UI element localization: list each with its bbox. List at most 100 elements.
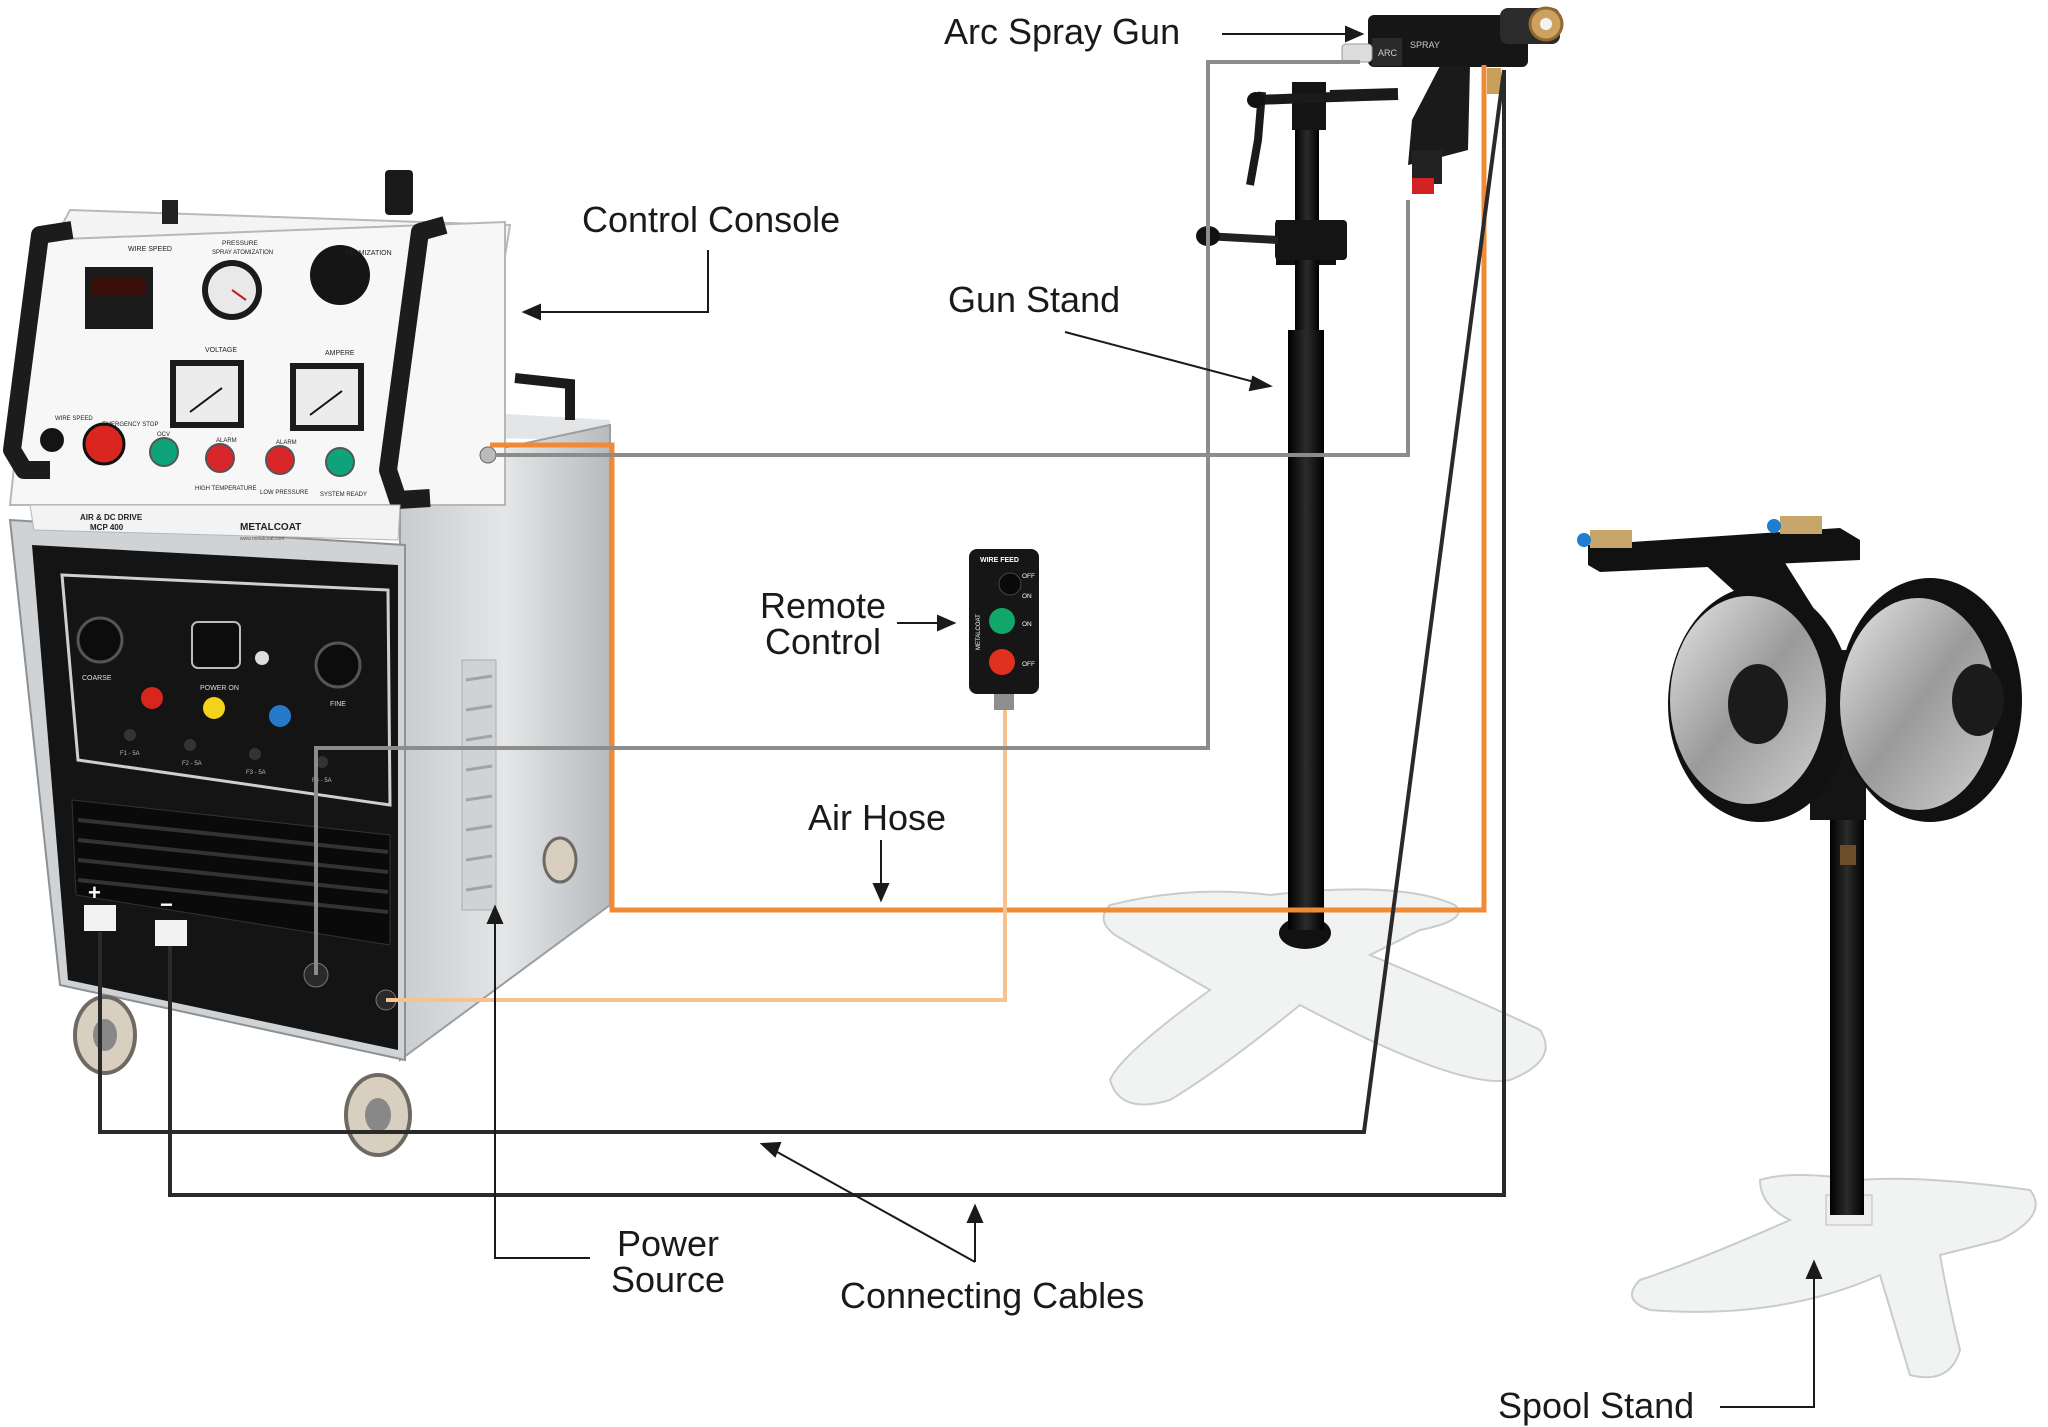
air-outlet-connector[interactable] (479, 446, 497, 464)
gun-stand-unit (1102, 82, 1547, 1106)
power-on-label: POWER ON (200, 685, 239, 692)
yellow-phase-light (203, 697, 225, 719)
fuse-f2-label: F2 - 5A (182, 761, 202, 767)
spray-atomization-label: SPRAY ATOMIZATION (212, 250, 273, 256)
air-hose-label: Air Hose (808, 797, 947, 838)
red-phase-light (141, 687, 163, 709)
wire-speed-knob[interactable] (40, 428, 64, 452)
spool-crossbar (1588, 528, 1860, 572)
gun-air-valve[interactable] (1412, 178, 1434, 194)
alarm2-label: ALARM (276, 440, 297, 446)
gun-stand-leader (1064, 331, 1263, 385)
wire-speed-display (85, 267, 153, 329)
power-source-arrowhead (486, 904, 504, 924)
spool-stand-label: Spool Stand (1498, 1385, 1695, 1426)
emergency-stop-button[interactable] (82, 422, 126, 466)
negative-terminal[interactable] (155, 920, 187, 946)
power-source-leader (494, 915, 590, 1259)
gun-brass-fitting (1487, 68, 1501, 94)
remote-on2-label: ON (1022, 621, 1032, 628)
fuse-f1[interactable] (124, 729, 136, 741)
cables (98, 60, 1506, 1197)
console-website: www.metalcoat.com (240, 536, 284, 542)
ocv-light (149, 437, 179, 467)
remote-control-unit: WIRE FEED OFF ON ON OFF METALCOAT (969, 549, 1039, 710)
wire-feed-selector[interactable] (998, 572, 1022, 596)
remote-control-arrowhead (937, 614, 957, 632)
cabinet-handle[interactable] (514, 373, 575, 420)
arc-spray-gun-unit: ARC SPRAY (1341, 6, 1564, 194)
emergency-stop-label: EMERGENCY STOP (102, 422, 158, 428)
spool-air-fitting-right (1767, 519, 1781, 533)
power-source-unit: COARSE FINE POWER ON F1 - 5A F2 - 5A F3 … (8, 373, 611, 1157)
blue-phase-light (269, 705, 291, 727)
spool-air-fitting-left (1577, 533, 1591, 547)
spool-stand-leader (1720, 1270, 1815, 1408)
console-brand: METALCOAT (240, 522, 301, 533)
remote-control-label: Remote Control (748, 588, 898, 660)
alarm-label: ALARM (216, 438, 237, 444)
gun-signal-cable (314, 60, 1360, 975)
caster-wheels (73, 836, 578, 1157)
connecting-cables-leader-a (769, 1147, 976, 1263)
right-wire-spool (1838, 578, 2022, 822)
control-console-arrowhead (521, 303, 541, 321)
positive-terminal[interactable] (84, 905, 116, 931)
gun-body (1368, 15, 1528, 67)
ampere-label: AMPERE (325, 350, 355, 357)
off-on-switch[interactable] (191, 621, 241, 669)
height-clamp[interactable] (1275, 220, 1347, 260)
fuse-f3[interactable] (249, 748, 261, 760)
gun-tag-arc: ARC (1378, 48, 1398, 58)
remote-control-label-line2: Control (764, 621, 882, 662)
connecting-cables-arrowhead-a (759, 1141, 782, 1158)
low-pressure-label: LOW PRESSURE (260, 490, 308, 496)
gun-grip[interactable] (1408, 66, 1470, 165)
side-vents (461, 659, 497, 911)
low-pressure-alarm-light (265, 445, 295, 475)
remote-off-button[interactable] (989, 649, 1015, 675)
positive-power-cable (98, 69, 1506, 1134)
fuse-f2[interactable] (184, 739, 196, 751)
atomization-label: ATOMIZATION (345, 250, 392, 257)
indicator-light (255, 651, 269, 665)
power-source-label-line2: Source (610, 1259, 726, 1300)
coarse-knob[interactable] (76, 616, 124, 664)
spool-stand-base (1631, 1174, 2037, 1379)
spool-stand-pole (1830, 815, 1864, 1215)
wire-speed-label: WIRE SPEED (128, 246, 172, 253)
tilt-handle[interactable] (1246, 91, 1266, 186)
remote-wire-feed-label: WIRE FEED (980, 557, 1019, 564)
fine-label: FINE (330, 701, 346, 708)
atomization-regulator[interactable] (310, 245, 370, 305)
fuse-f1-label: F1 - 5A (120, 751, 140, 757)
remote-brand: METALCOAT (976, 614, 982, 650)
gun-stand-label: Gun Stand (948, 279, 1121, 320)
fuse-f4[interactable] (316, 756, 328, 768)
fine-knob[interactable] (314, 641, 362, 689)
air-hose-line (490, 65, 1487, 913)
power-source-label-line1: Power (616, 1223, 720, 1264)
gun-control-cable (495, 200, 1410, 457)
left-console-handle[interactable] (3, 221, 74, 479)
top-small-knob[interactable] (162, 200, 178, 224)
remote-off1-label: OFF (1022, 573, 1035, 580)
gun-stand-arrowhead (1248, 375, 1273, 392)
connecting-cables-label: Connecting Cables (840, 1275, 1145, 1316)
high-temperature-alarm-light (205, 443, 235, 473)
top-regulator-knob[interactable] (385, 170, 413, 215)
model-line2: MCP 400 (90, 523, 124, 532)
gun-cable-inlet (1341, 43, 1373, 63)
ocv-label: OCV (157, 432, 170, 438)
gun-tag-spray: SPRAY (1410, 40, 1440, 50)
remote-on-button[interactable] (989, 608, 1015, 634)
remote-control-label-line1: Remote (759, 585, 887, 626)
air-hose-arrowhead (872, 883, 890, 903)
control-console-label: Control Console (582, 199, 841, 240)
control-console-unit: WIRE SPEED PRESSURE SPRAY ATOMIZATION AT… (3, 170, 512, 542)
negative-terminal-label: − (160, 892, 173, 917)
pressure-label: PRESSURE (222, 240, 258, 247)
right-console-handle[interactable] (379, 216, 448, 509)
